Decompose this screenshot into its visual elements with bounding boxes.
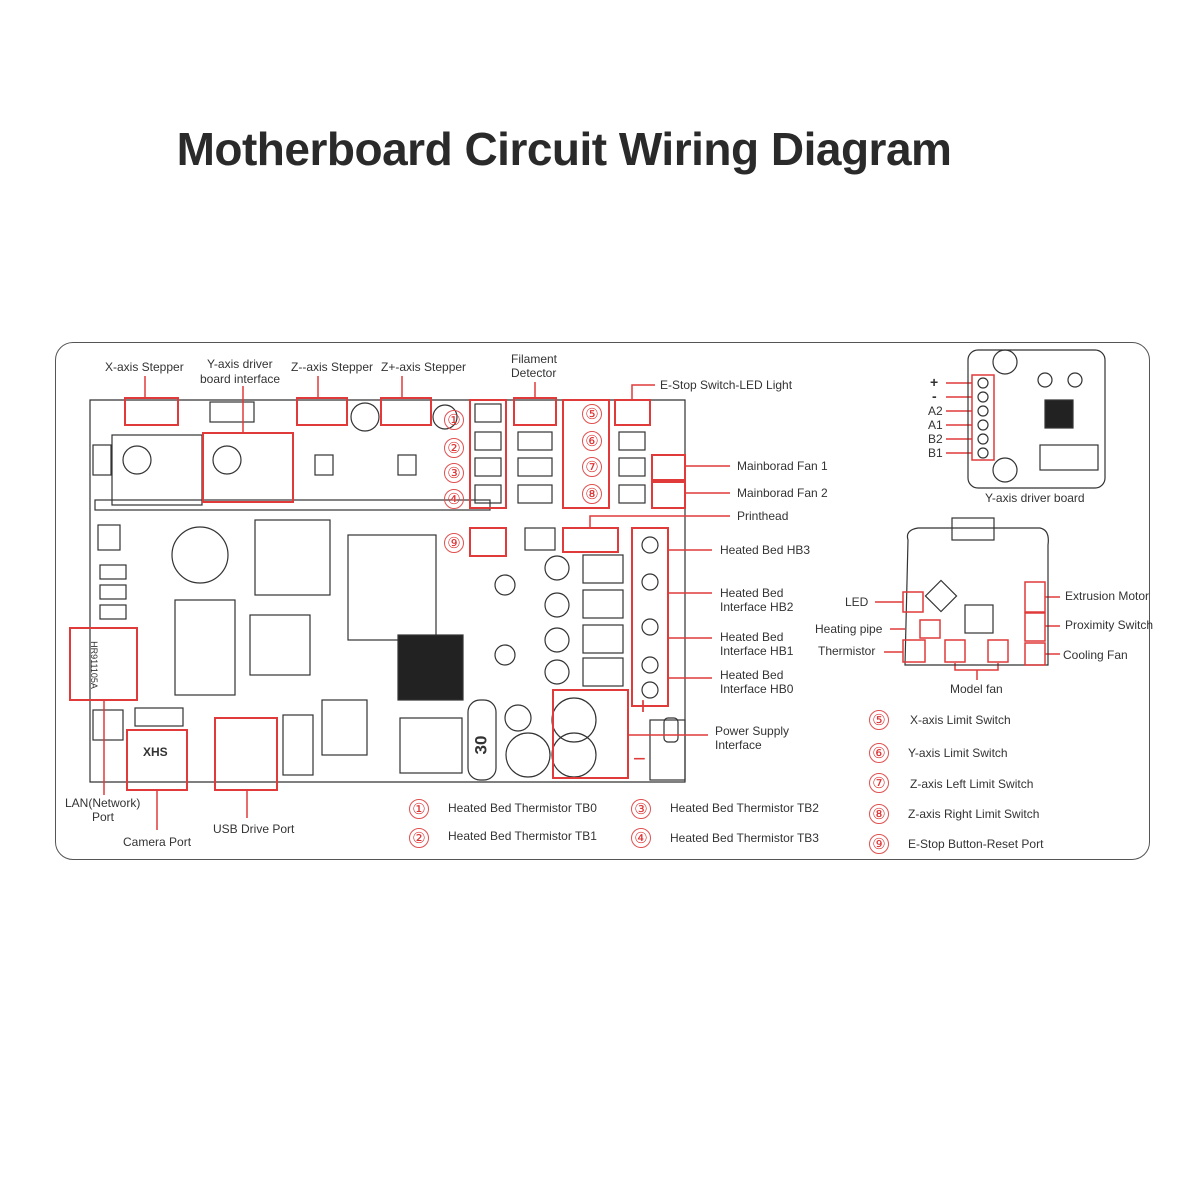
power-supply-box [552, 689, 629, 779]
camera-port-label: Camera Port [123, 835, 192, 849]
y-pin-b2: B2 [928, 432, 943, 446]
legend-num-5: ⑤ [869, 710, 889, 730]
y-driver-board-title: Y-axis driver board [985, 491, 1085, 505]
zminus-stepper-label: Z--axis Stepper [291, 360, 374, 374]
legend-text-5: X-axis Limit Switch [910, 713, 1011, 727]
legend-text-3: Heated Bed Thermistor TB2 [670, 801, 819, 815]
legend-text-6: Y-axis Limit Switch [908, 746, 1008, 760]
legend-num-7: ⑦ [869, 773, 889, 793]
fan2-box [651, 481, 686, 509]
led-label: LED [845, 595, 869, 609]
board-number-3: ③ [444, 463, 464, 483]
rj45-text: HR911105A [88, 641, 99, 689]
estop-reset-box [469, 527, 507, 557]
board-number-6: ⑥ [582, 431, 602, 451]
y-pin-plus: + [930, 374, 939, 390]
hb1-label-2: Interface HB1 [720, 644, 794, 658]
legend-num-1: ① [409, 799, 429, 819]
cooling-fan-label: Cooling Fan [1063, 648, 1128, 662]
board-number-9: ⑨ [444, 533, 464, 553]
legend-num-2: ② [409, 828, 429, 848]
legend-text-4: Heated Bed Thermistor TB3 [670, 831, 819, 845]
heating-pipe-label: Heating pipe [815, 622, 883, 636]
filament-detector-label-2: Detector [511, 366, 557, 380]
legend-text-1: Heated Bed Thermistor TB0 [448, 801, 597, 815]
legend-num-8: ⑧ [869, 804, 889, 824]
board-number-8: ⑧ [582, 484, 602, 504]
page-title: Motherboard Circuit Wiring Diagram [176, 123, 952, 175]
camera-box [126, 729, 188, 791]
estop-led-label: E-Stop Switch-LED Light [660, 378, 793, 392]
legend-num-9: ⑨ [869, 834, 889, 854]
lan-port-label-2: Port [92, 810, 115, 824]
zminus-stepper-box [296, 397, 348, 426]
legend-num-6: ⑥ [869, 743, 889, 763]
lan-port-label: LAN(Network) [65, 796, 141, 810]
model-fan-label: Model fan [950, 682, 1003, 696]
plus-sign: + [636, 693, 651, 720]
diagram-card [55, 342, 1150, 860]
printhead-board [904, 517, 1049, 666]
printhead-label: Printhead [737, 509, 789, 523]
board-number-7: ⑦ [582, 457, 602, 477]
zplus-stepper-label: Z+-axis Stepper [381, 360, 467, 374]
board-number-1: ① [444, 410, 464, 430]
y-driver-interface-label: Y-axis driver [207, 357, 273, 371]
y-pin-a2: A2 [928, 404, 943, 418]
leader-lines [103, 376, 1060, 830]
proximity-switch-label: Proximity Switch [1065, 618, 1154, 632]
printhead-box [562, 527, 619, 553]
minus-sign: − [633, 746, 646, 771]
legend-text-9: E-Stop Button-Reset Port [908, 837, 1044, 851]
board-number-5: ⑤ [582, 404, 602, 424]
hb1-label: Heated Bed [720, 630, 784, 644]
zplus-stepper-box [380, 397, 432, 426]
connectors [134, 403, 646, 727]
hb2-label-2: Interface HB2 [720, 600, 794, 614]
extrusion-motor-label: Extrusion Motor [1065, 589, 1150, 603]
usb-drive-port-label: USB Drive Port [213, 822, 295, 836]
board-number-2: ② [444, 438, 464, 458]
y-driver-interface-box [202, 432, 294, 503]
y-driver-board [967, 349, 1106, 489]
x-stepper-label: X-axis Stepper [105, 360, 184, 374]
estop-led-box [614, 399, 651, 426]
power-supply-label-2: Interface [715, 738, 762, 752]
y-pin-minus: - [932, 388, 937, 404]
legend-num-3: ③ [631, 799, 651, 819]
heated-bed-box [631, 527, 669, 707]
hb0-label: Heated Bed [720, 668, 784, 682]
hb0-label-2: Interface HB0 [720, 682, 794, 696]
fan1-label: Mainborad Fan 1 [737, 459, 828, 473]
filament-detector-label: Filament [511, 352, 558, 366]
chip-30-text: 30 [471, 735, 491, 755]
hb2-label: Heated Bed [720, 586, 784, 600]
lan-box [69, 627, 138, 701]
camera-text: XHS [143, 745, 168, 759]
hb3-label: Heated Bed HB3 [720, 543, 811, 557]
legend-num-4: ④ [631, 828, 651, 848]
fan2-label: Mainborad Fan 2 [737, 486, 828, 500]
fan1-box [651, 454, 686, 481]
thermistor-label: Thermistor [818, 644, 876, 658]
legend-text-2: Heated Bed Thermistor TB1 [448, 829, 597, 843]
usb-box [214, 717, 278, 791]
power-supply-label: Power Supply [715, 724, 790, 738]
filament-detector-box [513, 397, 557, 426]
legend-text-8: Z-axis Right Limit Switch [908, 807, 1040, 821]
highlight-boxes [69, 397, 686, 791]
y-driver-interface-label-2: board interface [200, 372, 281, 386]
limit-switch-box [562, 399, 610, 509]
y-pin-a1: A1 [928, 418, 943, 432]
x-stepper-box [124, 397, 179, 426]
thermistor-ports-box [469, 399, 507, 509]
board-number-4: ④ [444, 489, 464, 509]
legend-text-7: Z-axis Left Limit Switch [910, 777, 1034, 791]
y-pin-b1: B1 [928, 446, 943, 460]
